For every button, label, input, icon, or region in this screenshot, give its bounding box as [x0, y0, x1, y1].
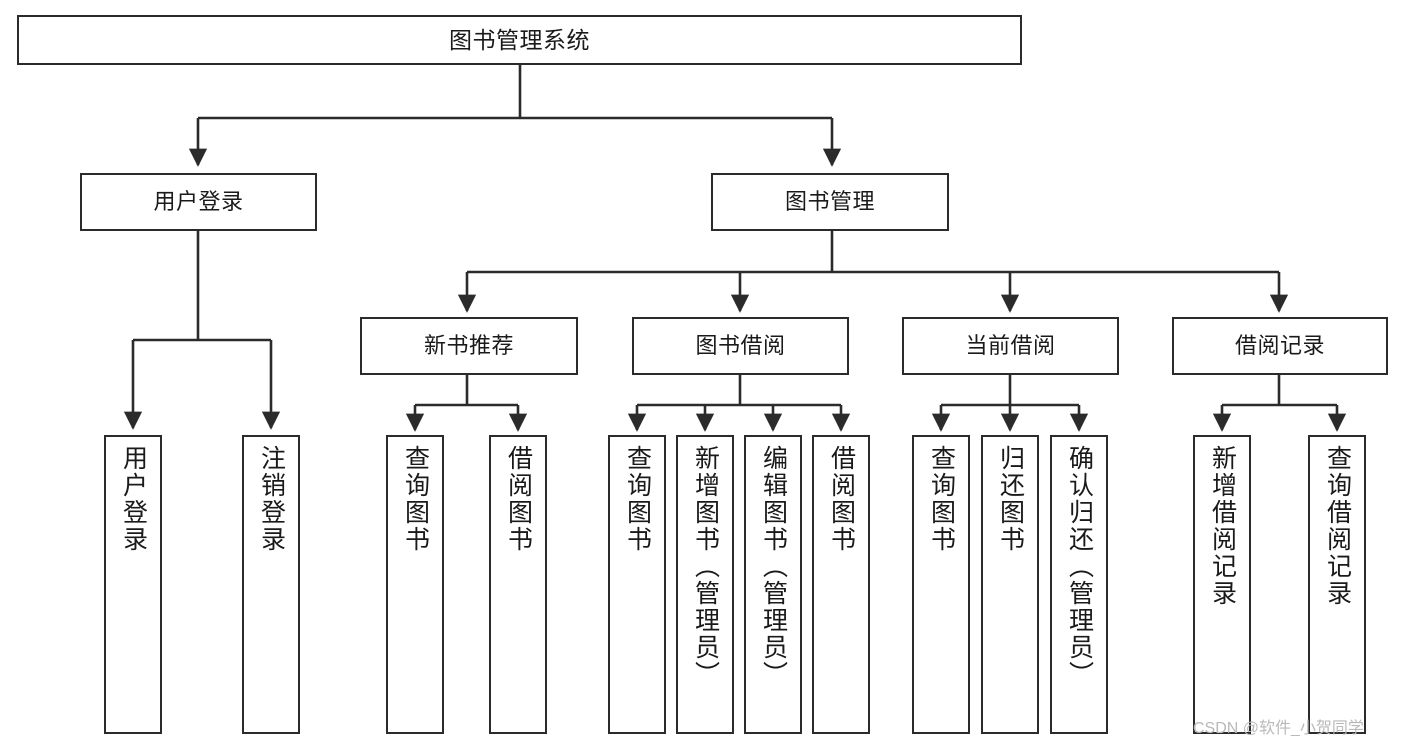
- node-label: 归还图书: [996, 445, 1025, 553]
- node-root-system[interactable]: 图书管理系统: [17, 15, 1022, 65]
- node-label: 新增借阅记录: [1208, 445, 1237, 607]
- node-current-borrow[interactable]: 当前借阅: [902, 317, 1119, 375]
- node-user-login[interactable]: 用户登录: [80, 173, 317, 231]
- leaf-borrow-book-recommend[interactable]: 借阅图书: [489, 435, 547, 734]
- node-label: 查询图书: [623, 445, 652, 553]
- leaf-confirm-return-admin[interactable]: 确认归还（管理员）: [1050, 435, 1108, 734]
- node-label: 借阅图书: [504, 445, 533, 553]
- leaf-query-book-recommend[interactable]: 查询图书: [386, 435, 444, 734]
- leaf-user-login[interactable]: 用户登录: [104, 435, 162, 734]
- node-label: 确认归还（管理员）: [1065, 445, 1094, 688]
- node-label: 图书借阅: [695, 333, 786, 359]
- leaf-return-book[interactable]: 归还图书: [981, 435, 1039, 734]
- node-label: 新增图书（管理员）: [691, 445, 720, 688]
- leaf-query-book-current[interactable]: 查询图书: [912, 435, 970, 734]
- node-label: 用户登录: [153, 189, 244, 215]
- node-label: 查询图书: [401, 445, 430, 553]
- node-book-management[interactable]: 图书管理: [711, 173, 949, 231]
- leaf-borrow-book[interactable]: 借阅图书: [812, 435, 870, 734]
- node-label: 用户登录: [119, 445, 148, 553]
- leaf-edit-book-admin[interactable]: 编辑图书（管理员）: [744, 435, 802, 734]
- leaf-logout[interactable]: 注销登录: [242, 435, 300, 734]
- node-label: 当前借阅: [965, 333, 1056, 359]
- node-label: 查询借阅记录: [1323, 445, 1352, 607]
- node-label: 新书推荐: [423, 333, 514, 359]
- node-label: 查询图书: [927, 445, 956, 553]
- leaf-query-book-borrow[interactable]: 查询图书: [608, 435, 666, 734]
- leaf-add-book-admin[interactable]: 新增图书（管理员）: [676, 435, 734, 734]
- node-label: 图书管理系统: [449, 26, 590, 53]
- node-label: 图书管理: [784, 189, 875, 215]
- node-label: 借阅记录: [1234, 333, 1325, 359]
- node-label: 借阅图书: [827, 445, 856, 553]
- node-borrow-record[interactable]: 借阅记录: [1172, 317, 1388, 375]
- leaf-add-borrow-record[interactable]: 新增借阅记录: [1193, 435, 1251, 734]
- leaf-query-borrow-record[interactable]: 查询借阅记录: [1308, 435, 1366, 734]
- node-label: 编辑图书（管理员）: [759, 445, 788, 688]
- node-label: 注销登录: [257, 445, 286, 553]
- node-book-borrow[interactable]: 图书借阅: [632, 317, 849, 375]
- node-new-book-recommend[interactable]: 新书推荐: [360, 317, 578, 375]
- csdn-watermark: CSDN @软件_小贺同学: [1193, 720, 1364, 737]
